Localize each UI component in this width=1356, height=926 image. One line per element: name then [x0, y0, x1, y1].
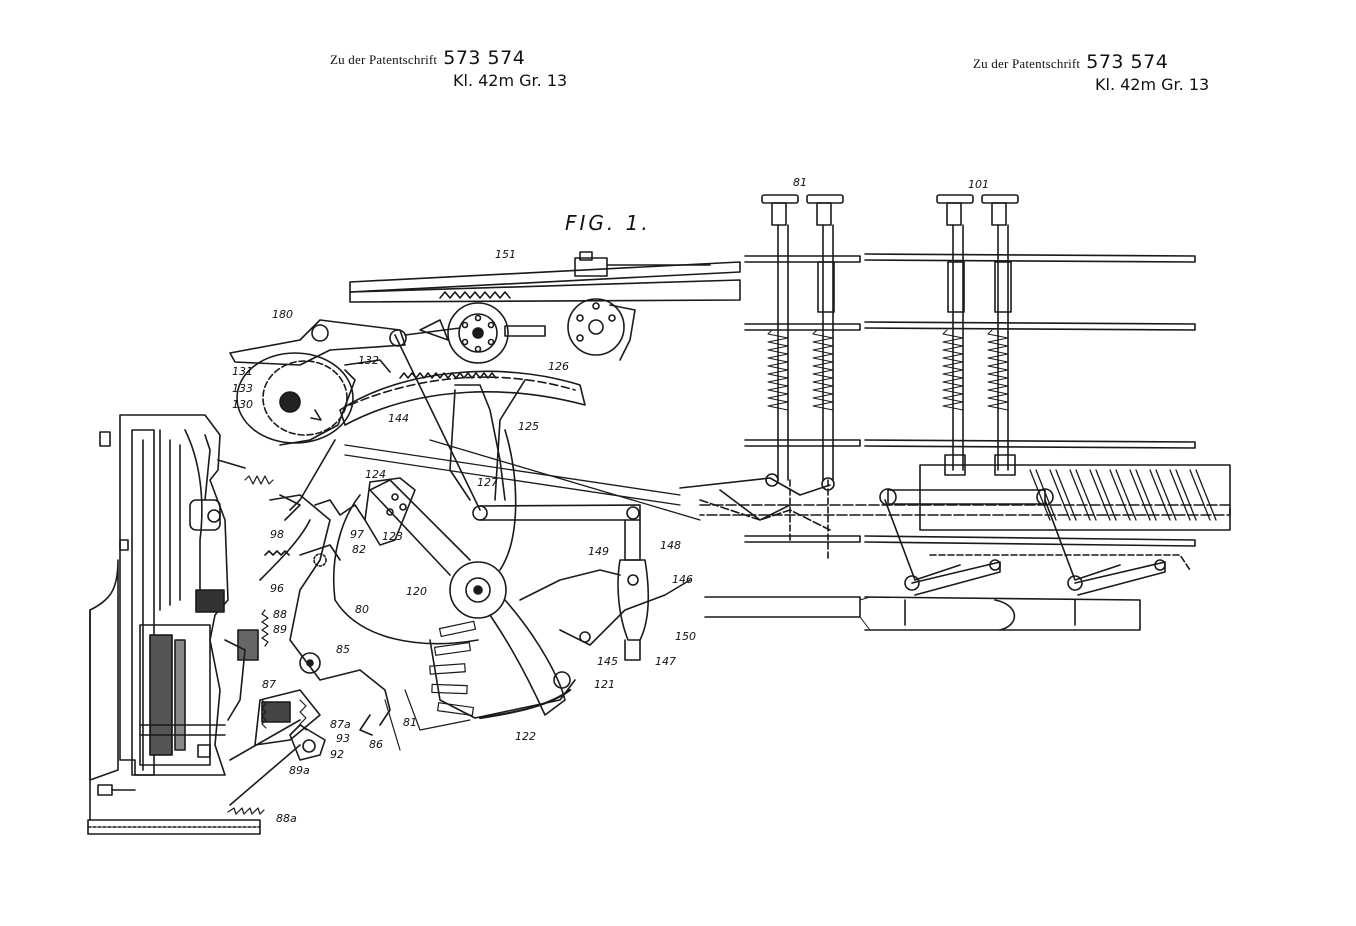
link-149: [289, 334, 701, 521]
label-124: 124: [365, 468, 386, 481]
label-149: 149: [588, 545, 609, 558]
segment-126: [339, 370, 586, 426]
label-86: 86: [369, 738, 383, 751]
label-88: 88: [273, 608, 287, 621]
toggle-linkage: [679, 473, 1191, 631]
label-81-lower: 81: [403, 716, 417, 729]
shafts-101: [936, 194, 1019, 476]
label-123: 123: [382, 530, 403, 543]
header-left-prefix: Zu der Patentschrift: [330, 52, 438, 67]
header-right: Zu der Patentschrift 573 574 Kl. 42m Gr. …: [973, 51, 1210, 94]
link-180: [229, 319, 461, 366]
lever-80: [259, 494, 391, 736]
machine-frame: [87, 414, 321, 835]
horizontal-rails: [699, 253, 1231, 631]
label-148: 148: [660, 539, 681, 552]
bracket-146: [559, 519, 691, 661]
label-146: 146: [672, 573, 693, 586]
label-132: 132: [358, 354, 379, 367]
shafts-81: [761, 194, 844, 561]
label-133: 133: [232, 382, 253, 395]
label-144: 144: [388, 412, 409, 425]
label-145: 145: [597, 655, 618, 668]
label-151: 151: [495, 248, 516, 261]
label-80: 80: [355, 603, 369, 616]
label-87: 87: [262, 678, 276, 691]
label-121: 121: [594, 678, 615, 691]
label-89: 89: [273, 623, 287, 636]
label-82: 82: [352, 543, 366, 556]
header-left-class: Kl. 42m Gr. 13: [453, 70, 568, 90]
label-81: 81: [793, 176, 807, 189]
label-88a: 88a: [276, 812, 297, 825]
header-right-prefix: Zu der Patentschrift: [973, 56, 1081, 71]
label-147: 147: [655, 655, 676, 668]
figure-labels: FIG. 1. 81 101 151 180 132 126 131 133 1…: [232, 176, 989, 825]
disc-right: [567, 298, 636, 361]
label-131: 131: [232, 365, 253, 378]
frame-125: [449, 379, 526, 501]
label-130: 130: [232, 398, 253, 411]
header-left: Zu der Patentschrift 573 574 Kl. 42m Gr. …: [330, 47, 568, 90]
label-120: 120: [406, 585, 427, 598]
label-93: 93: [336, 732, 350, 745]
cam-130: [236, 352, 391, 446]
label-89a: 89a: [289, 764, 310, 777]
label-180: 180: [272, 308, 293, 321]
lever-123-124: [279, 477, 416, 546]
gear-151: [419, 302, 546, 364]
header-right-patent-number: 573 574: [1086, 51, 1169, 73]
label-85: 85: [336, 643, 350, 656]
upper-rack: [349, 251, 741, 303]
label-87a: 87a: [330, 718, 351, 731]
label-98: 98: [270, 528, 284, 541]
lever-89a: [229, 719, 326, 806]
label-126: 126: [548, 360, 569, 373]
label-122: 122: [515, 730, 536, 743]
label-97: 97: [350, 528, 364, 541]
figure-title: FIG. 1.: [565, 211, 651, 235]
header-left-patent-number: 573 574: [443, 47, 526, 69]
header-right-class: Kl. 42m Gr. 13: [1095, 74, 1210, 94]
slotted-segment-121: [384, 620, 477, 751]
label-92: 92: [330, 748, 344, 761]
label-127: 127: [477, 476, 498, 489]
main-lever-120: [332, 429, 621, 720]
label-150: 150: [675, 630, 696, 643]
label-96: 96: [270, 582, 284, 595]
slotted-plate: [919, 464, 1231, 531]
label-101: 101: [968, 178, 989, 191]
label-125: 125: [518, 420, 539, 433]
